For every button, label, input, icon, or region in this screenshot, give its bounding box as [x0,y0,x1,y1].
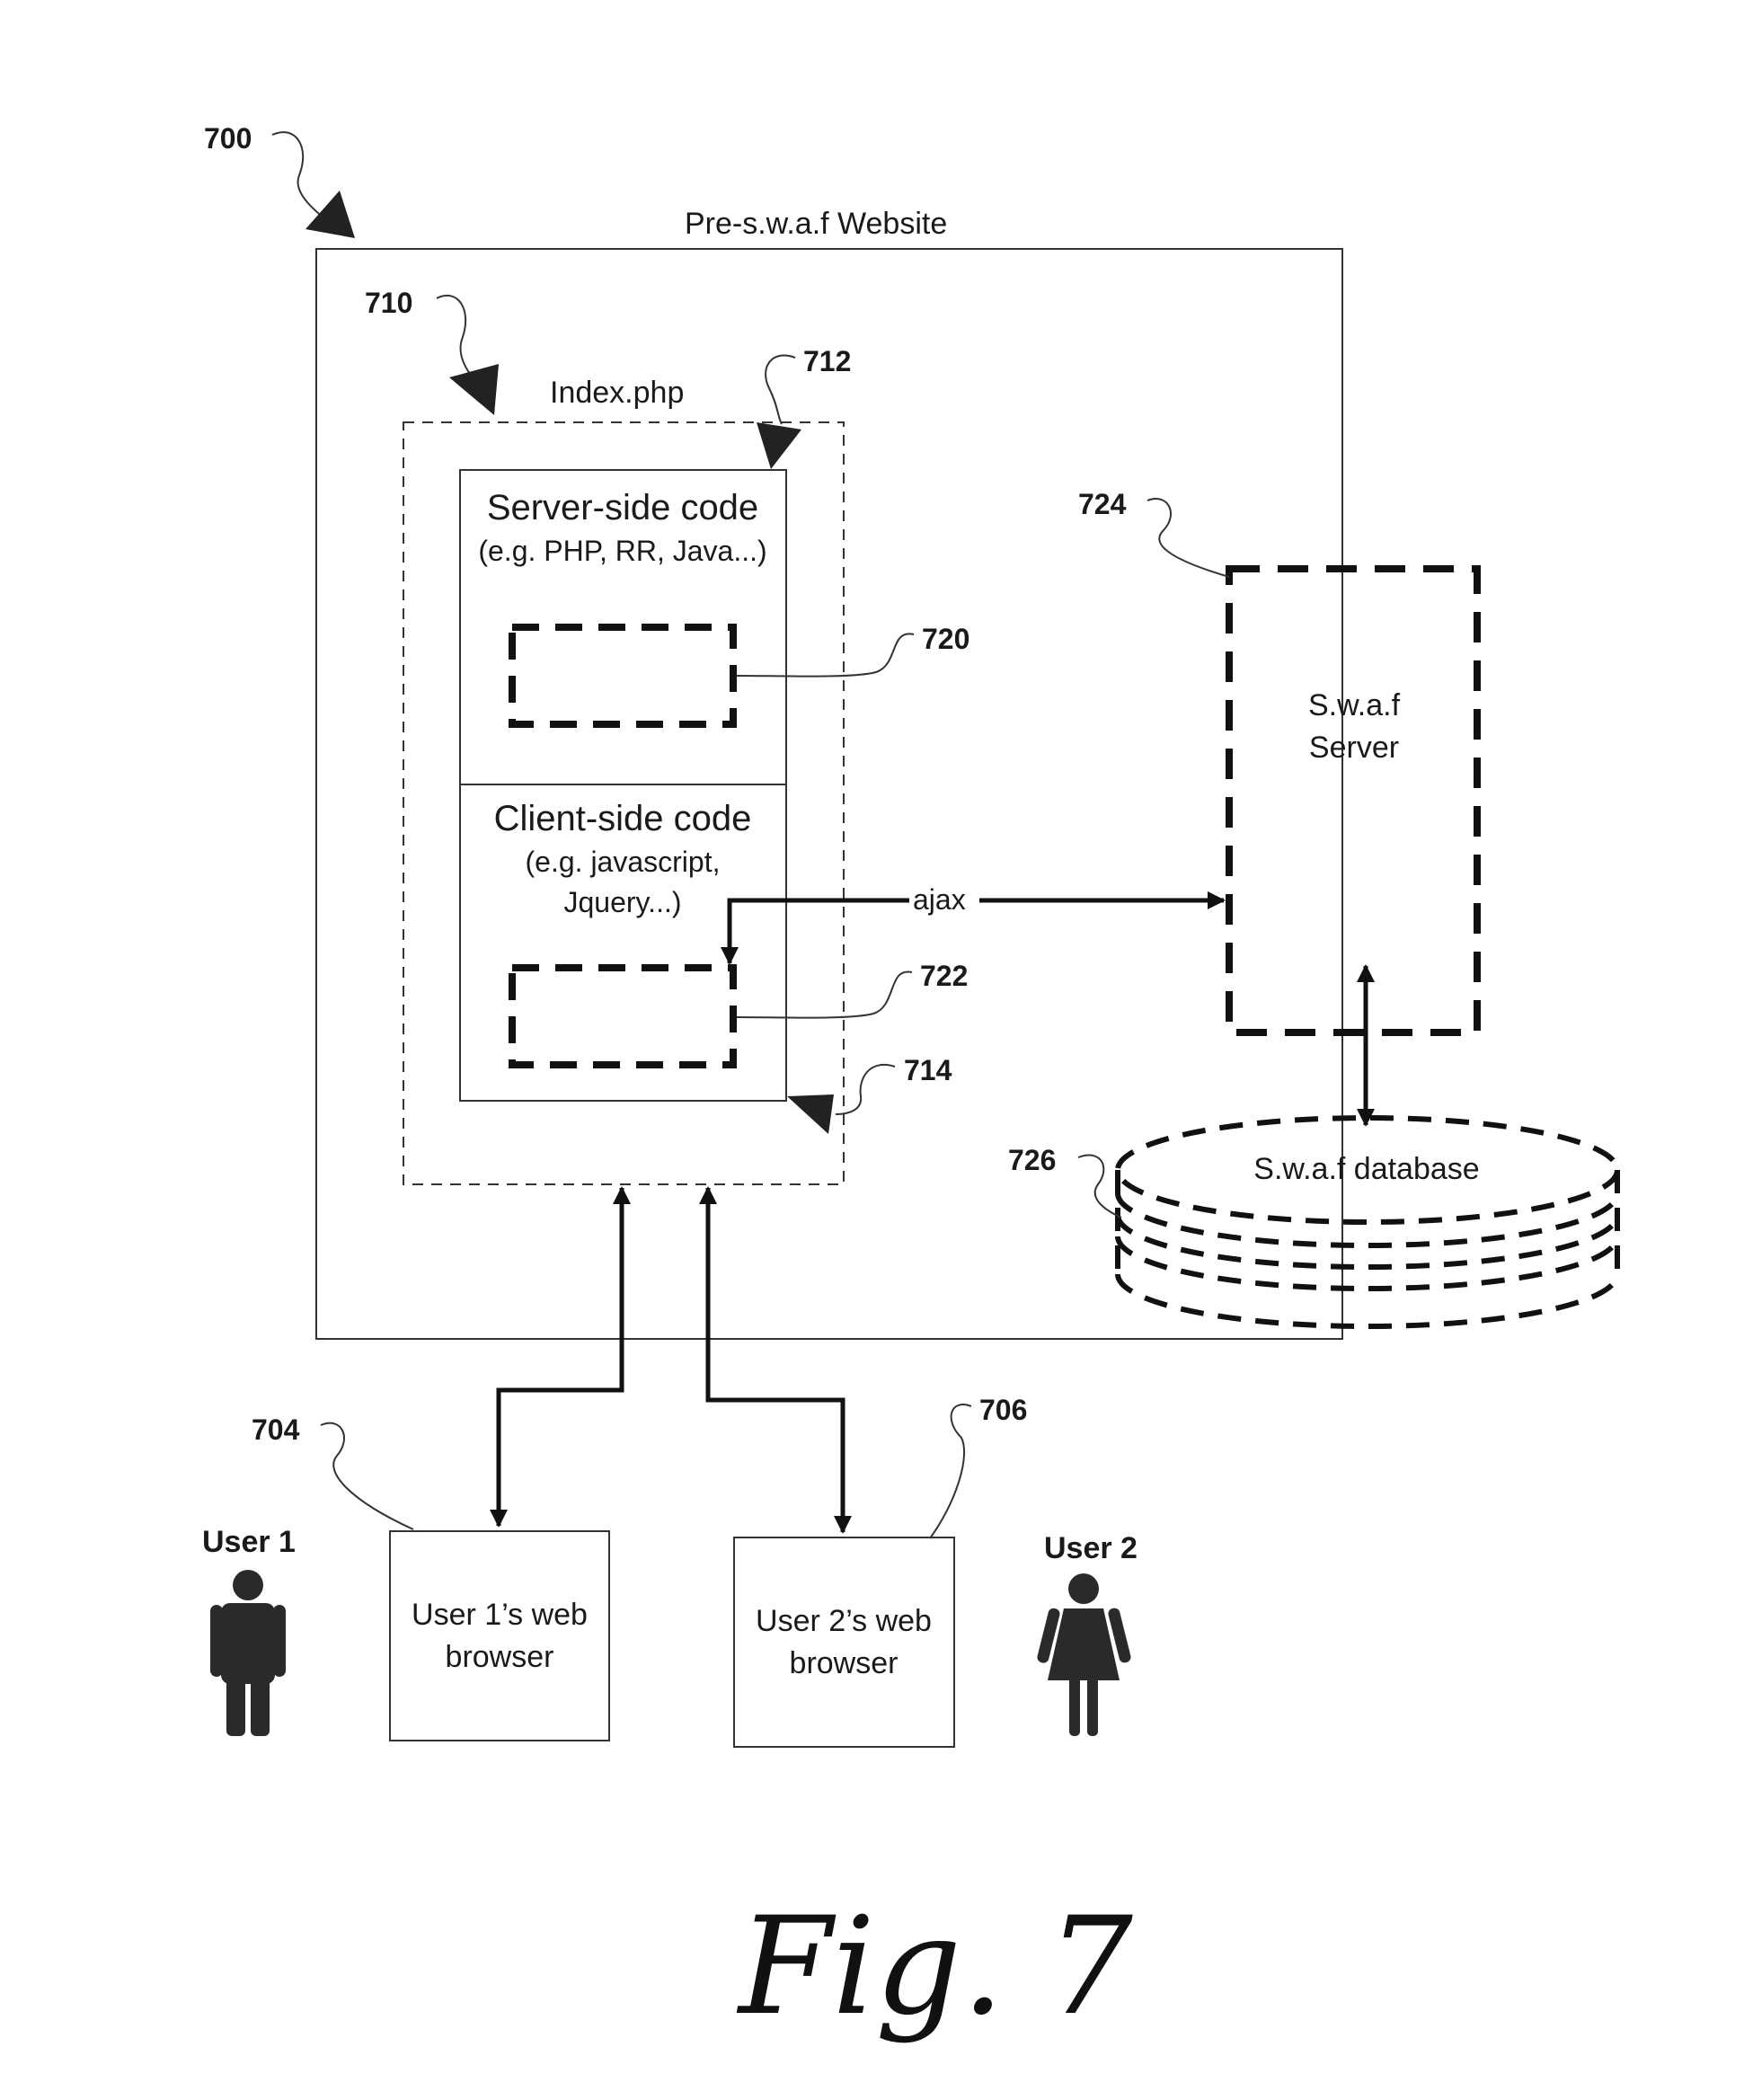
website-container [316,249,1342,1339]
index-php-title: Index.php [550,376,684,410]
swaf-server-line1: S.w.a.f [1308,688,1401,722]
ref-700-arrowhead [305,191,355,238]
server-module-720 [512,627,733,724]
ref-700: 700 [204,122,252,155]
ref-712-arrowhead [757,422,801,469]
swaf-database-label: S.w.a.f database [1253,1152,1479,1186]
ref-712: 712 [803,345,851,377]
swaf-server-line2: Server [1309,731,1399,765]
user1-browser-line2: browser [446,1640,554,1674]
ref-714-arrowhead [787,1094,834,1134]
ref-706: 706 [979,1394,1027,1426]
ref-724-leader [1147,499,1229,577]
website-title: Pre-s.w.a.f Website [685,207,947,241]
user2-connection [708,1188,843,1532]
user1-label: User 1 [202,1525,296,1559]
ref-710: 710 [365,287,412,319]
swaf-database [1118,1118,1617,1326]
client-module-722 [512,968,733,1065]
figure-caption: Fig. 7 [736,1889,1133,2045]
ref-720: 720 [922,623,969,655]
ajax-arrow [730,900,909,963]
ref-720-leader [737,634,914,676]
ref-726: 726 [1008,1144,1056,1176]
ref-726-leader [1078,1155,1121,1218]
user1-browser-line1: User 1’s web [412,1598,588,1632]
user1-browser-box [390,1531,609,1741]
user2-person-icon [1036,1573,1132,1736]
client-code-subtitle-2: Jquery...) [564,886,682,918]
client-code-subtitle-1: (e.g. javascript, [526,846,721,878]
ref-724: 724 [1078,488,1127,520]
ref-710-arrowhead [449,364,499,415]
ref-712-leader [766,356,795,424]
ref-714: 714 [904,1054,952,1086]
ref-714-leader [836,1065,895,1114]
swaf-server-box [1229,569,1477,1032]
ajax-label: ajax [913,883,966,916]
user2-browser-line2: browser [790,1646,899,1680]
server-code-title: Server-side code [487,488,758,527]
ref-704: 704 [252,1413,300,1446]
ref-722: 722 [920,960,968,992]
user1-person-icon [210,1570,286,1736]
ref-706-leader [930,1404,971,1538]
server-code-subtitle: (e.g. PHP, RR, Java...) [478,535,766,567]
client-code-title: Client-side code [494,799,752,838]
ref-704-leader [321,1423,413,1529]
user2-browser-line1: User 2’s web [756,1604,932,1638]
user1-connection [499,1188,622,1526]
ref-722-leader [737,971,912,1017]
user2-browser-box [734,1537,954,1747]
user2-label: User 2 [1044,1531,1138,1565]
